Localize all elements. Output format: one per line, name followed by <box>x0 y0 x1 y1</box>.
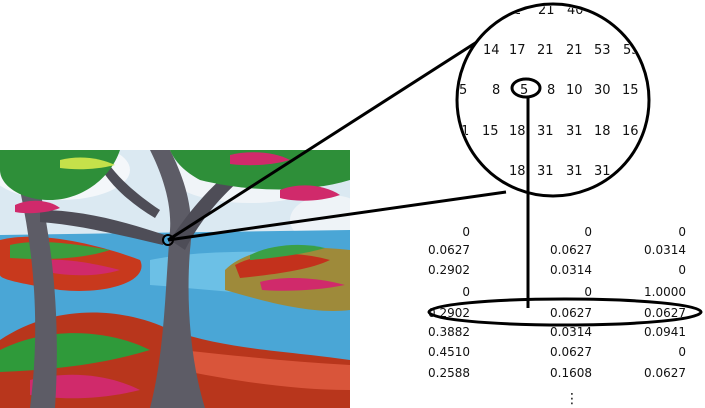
pixel-value: 31 <box>537 124 554 139</box>
colormap-value: 0.0627 <box>550 345 592 359</box>
colormap-value: 0 <box>462 285 470 299</box>
painting-image <box>0 150 350 408</box>
pixel-value: 10 <box>566 83 583 98</box>
colormap-value: 0.0627 <box>550 306 592 320</box>
colormap-row-6: 0.3882 0.0314 0.0941 <box>428 325 686 339</box>
pixel-value: 1 <box>461 124 469 139</box>
pixel-value: 18 <box>509 164 526 179</box>
left-trunk <box>20 190 57 408</box>
pixel-value: 8 <box>547 83 555 98</box>
pixel-value: 53 <box>594 43 611 58</box>
colormap-row-3: 0.2902 0.0314 0 <box>428 263 686 277</box>
pink-blossom <box>15 200 60 214</box>
colormap-value: 0.2902 <box>428 263 470 277</box>
colormap-value: 0.3882 <box>428 325 470 339</box>
colormap-value: 0.0627 <box>550 243 592 257</box>
pixel-value: 31 <box>566 164 583 179</box>
pixel-value: 8 <box>492 83 500 98</box>
colormap-value: 1.0000 <box>644 285 686 299</box>
colormap-continuation: ⋮ <box>565 391 579 407</box>
pixel-value: 30 <box>594 83 611 98</box>
colormap-value: 0.0627 <box>428 243 470 257</box>
magnifier-circle <box>455 2 651 198</box>
foreground-orange <box>180 350 350 390</box>
colormap-value: 0 <box>678 263 686 277</box>
colormap-value: 0.0941 <box>644 325 686 339</box>
colormap-value: 0.0314 <box>644 243 686 257</box>
colormap-row-1: 0 0 0 <box>462 225 686 239</box>
right-island-red <box>235 253 330 278</box>
pink-blossom <box>230 152 290 166</box>
canopy-right <box>170 150 350 190</box>
pixel-value: 31 <box>594 164 611 179</box>
center-trunk <box>150 150 205 408</box>
pixel-value: 15 <box>622 83 639 98</box>
colormap-value: 0.4510 <box>428 345 470 359</box>
colormap-row-5-highlighted: 0.2902 0.0627 0.0627 <box>428 306 686 320</box>
pixel-value: 31 <box>566 124 583 139</box>
source-pixel-marker <box>162 234 174 246</box>
zoom-line-bottom <box>167 190 507 242</box>
pixel-value: 14 <box>483 43 500 58</box>
pixel-value: 15 <box>482 124 499 139</box>
zoom-line-top <box>167 29 495 242</box>
colormap-value: 0.2588 <box>428 366 470 380</box>
pixel-value: 31 <box>537 164 554 179</box>
pixel-value: 5 <box>459 83 467 98</box>
pixel-value: 21 <box>538 3 555 18</box>
pixel-value: 21 <box>566 43 583 58</box>
colormap-value: 0.0627 <box>644 306 686 320</box>
colormap-value: 0.0627 <box>644 366 686 380</box>
pixel-value: 5 <box>520 83 528 98</box>
colormap-value: 0 <box>678 225 686 239</box>
colormap-value: 0.0314 <box>550 325 592 339</box>
colormap-row-2: 0.0627 0.0627 0.0314 <box>428 243 686 257</box>
foreground-pink <box>30 374 140 399</box>
pixel-row-3: 5 8 5 8 10 30 15 <box>459 83 639 98</box>
pixel-row-4: 1 15 18 31 31 18 16 <box>461 124 639 139</box>
colormap-value: 0.1608 <box>550 366 592 380</box>
colormap-value: 0.0314 <box>550 263 592 277</box>
canopy-highlight <box>60 157 115 170</box>
colormap-row-8: 0.2588 0.1608 0.0627 <box>428 366 686 380</box>
colormap-value: 0 <box>584 225 592 239</box>
right-island-pink <box>260 278 345 291</box>
colormap-value: 0 <box>678 345 686 359</box>
selected-colormap-row-highlight <box>427 297 703 327</box>
colormap-row-7: 0.4510 0.0627 0 <box>428 345 686 359</box>
branch <box>40 210 165 245</box>
pixel-value: 17 <box>509 43 526 58</box>
pixel-value: 18 <box>509 124 526 139</box>
selected-pixel-highlight <box>510 77 542 99</box>
right-island-green <box>250 244 325 260</box>
pixel-value: 16 <box>622 124 639 139</box>
pixel-value: 21 <box>537 43 554 58</box>
colormap-value: 0 <box>462 225 470 239</box>
colormap-value: 0 <box>584 285 592 299</box>
pink-blossom <box>280 185 340 201</box>
pixel-row-5: 18 31 31 31 <box>509 164 611 179</box>
left-hill-pink <box>40 259 120 276</box>
colormap-row-4: 0 0 1.0000 <box>462 285 686 299</box>
painting-illustration <box>0 150 350 408</box>
pixel-value: 18 <box>594 124 611 139</box>
colormap-table: 0 0 0 0.0627 0.0627 0.0314 0.2902 0.0314… <box>428 225 686 407</box>
